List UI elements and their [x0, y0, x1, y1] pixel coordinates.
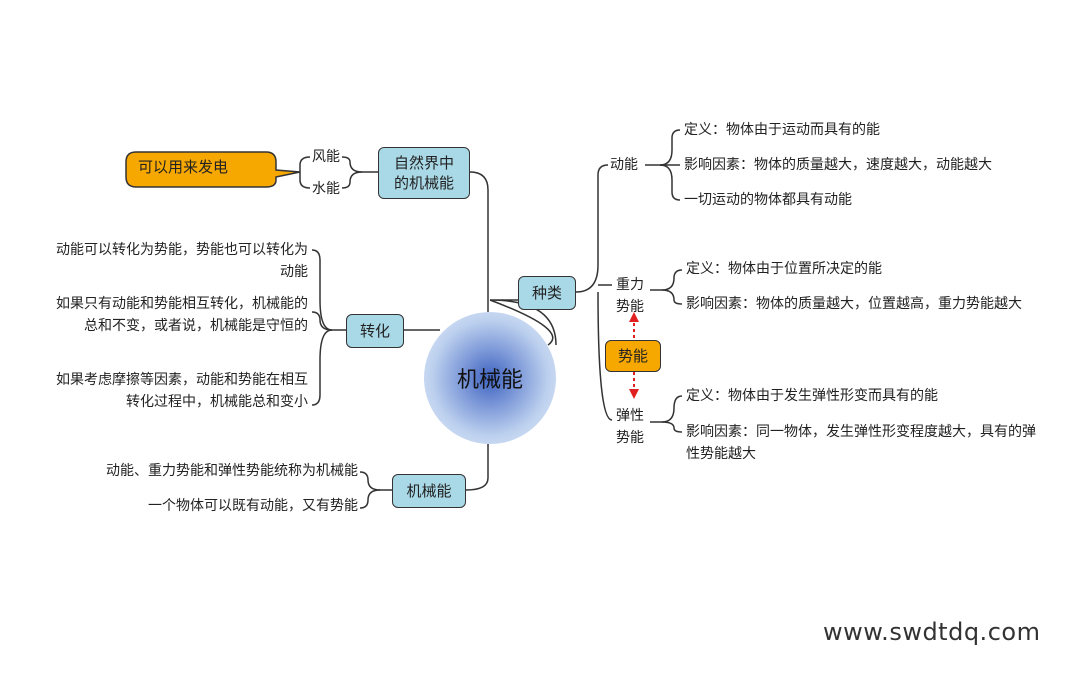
kinetic-definition: 定义：物体由于运动而具有的能 — [684, 122, 880, 138]
kinetic-note: 一切运动的物体都具有动能 — [684, 192, 852, 208]
mech-item-1: 动能、重力势能和弹性势能统称为机械能 — [106, 463, 358, 479]
node-conversion-label: 转化 — [359, 322, 390, 340]
mech-item-2: 一个物体可以既有动能，又有势能 — [148, 498, 358, 514]
center-node: 机械能 — [424, 312, 556, 444]
elastic-definition: 定义：物体由于发生弹性形变而具有的能 — [686, 388, 938, 404]
callout-power-generation: 可以用来发电 — [138, 158, 229, 176]
watermark: www.swdtdq.com — [823, 618, 1041, 646]
conversion-item-2: 如果只有动能和势能相互转化，机械能的总和不变，或者说，机械能是守恒的 — [56, 296, 308, 334]
conversion-item-1: 动能可以转化为势能，势能也可以转化为动能 — [56, 242, 308, 280]
kinetic-factors: 影响因素：物体的质量越大，速度越大，动能越大 — [684, 157, 992, 173]
elastic-factors: 影响因素：同一物体，发生弹性形变程度越大，具有的弹性势能越大 — [686, 424, 1036, 462]
label-kinetic-energy: 动能 — [610, 157, 638, 173]
gravity-factors: 影响因素：物体的质量越大，位置越高，重力势能越大 — [686, 296, 1022, 312]
node-mechanical-energy: 机械能 — [392, 474, 466, 508]
node-natural-label: 自然界中的机械能 — [393, 154, 454, 192]
node-potential-label: 势能 — [617, 347, 648, 365]
node-conversion: 转化 — [346, 314, 404, 348]
node-potential-energy: 势能 — [605, 340, 661, 372]
label-gravitational-potential-energy: 重力势能 — [616, 277, 644, 315]
node-types: 种类 — [518, 276, 576, 310]
item-wind-energy: 风能 — [312, 149, 340, 165]
label-elastic-potential-energy: 弹性势能 — [616, 408, 644, 446]
center-label: 机械能 — [456, 368, 523, 393]
node-types-label: 种类 — [531, 284, 562, 302]
node-natural-mechanical-energy: 自然界中的机械能 — [378, 147, 470, 199]
node-mech-label: 机械能 — [406, 482, 452, 500]
gravity-definition: 定义：物体由于位置所决定的能 — [686, 261, 882, 277]
conversion-item-3: 如果考虑摩擦等因素，动能和势能在相互转化过程中，机械能总和变小 — [56, 372, 308, 410]
item-water-energy: 水能 — [312, 181, 340, 197]
